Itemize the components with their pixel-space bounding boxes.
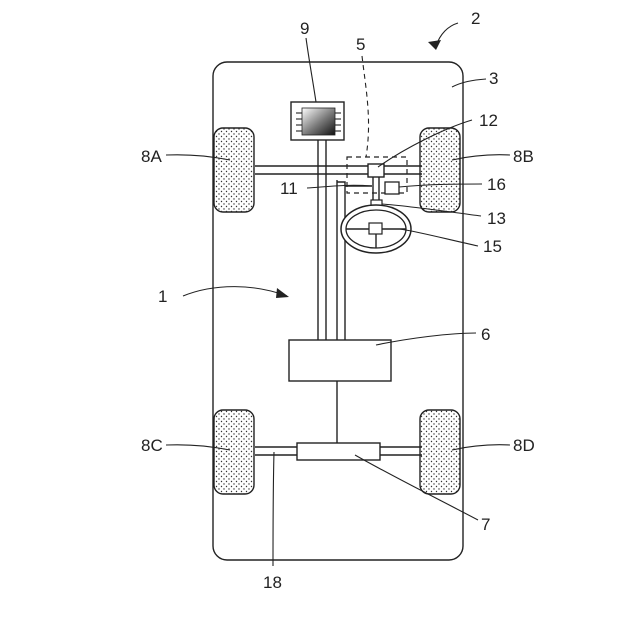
differential-7: [297, 443, 380, 460]
leader-3: [452, 79, 486, 87]
leader-8b: [452, 155, 510, 160]
label-7: 7: [481, 515, 490, 534]
label-11: 11: [280, 179, 298, 198]
label-3: 3: [489, 69, 498, 88]
leader-18: [273, 452, 274, 566]
label-18: 18: [263, 573, 282, 592]
label-12: 12: [479, 111, 498, 130]
arrow-1-line: [183, 287, 287, 296]
label-8a: 8A: [141, 147, 162, 166]
label-5: 5: [356, 35, 365, 54]
label-1: 1: [158, 287, 167, 306]
label-8d: 8D: [513, 436, 535, 455]
arrow-1-head: [276, 288, 289, 298]
wheel-8b: [420, 128, 460, 212]
wheel-8c: [214, 410, 254, 494]
arrow-2: [428, 40, 441, 50]
unit-6: [289, 340, 391, 381]
label-15: 15: [483, 237, 502, 256]
sensor-12: [368, 164, 384, 177]
leader-8d: [452, 445, 510, 450]
steering-hub: [369, 223, 382, 234]
label-2: 2: [471, 9, 480, 28]
leader-5: [362, 56, 369, 157]
wheel-8d: [420, 410, 460, 494]
steering-wire-upper: [337, 182, 345, 340]
leader-9: [306, 38, 316, 102]
leader-15: [400, 229, 478, 246]
label-8b: 8B: [513, 147, 534, 166]
label-16: 16: [487, 175, 506, 194]
label-8c: 8C: [141, 436, 163, 455]
label-9: 9: [300, 19, 309, 38]
label-6: 6: [481, 325, 490, 344]
chip-body: [302, 108, 335, 135]
label-13: 13: [487, 209, 506, 228]
sensor-16: [385, 182, 399, 194]
wheel-8a: [214, 128, 254, 212]
